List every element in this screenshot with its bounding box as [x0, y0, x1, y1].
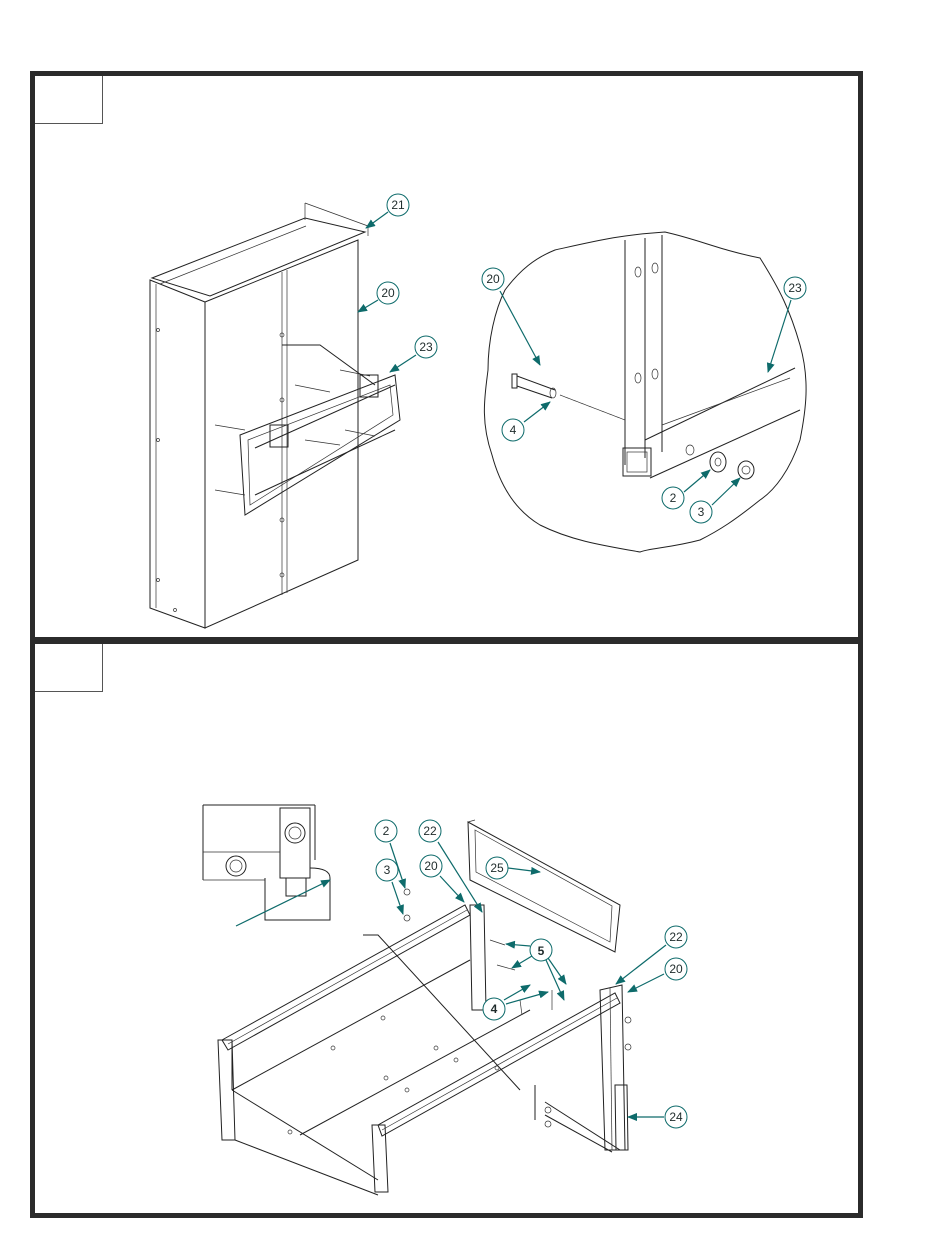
svg-text:23: 23: [788, 281, 802, 295]
callout-24: 24: [628, 1106, 687, 1128]
detail-view-1: [484, 232, 806, 552]
callout-3: 3: [376, 859, 403, 914]
svg-text:20: 20: [486, 272, 500, 286]
svg-text:4: 4: [491, 1002, 498, 1016]
svg-text:22: 22: [669, 930, 683, 944]
callout-25: 25: [486, 857, 540, 879]
callout-23-detail: 23: [768, 277, 806, 372]
callout-4: 4: [483, 985, 548, 1020]
callout-20: 20: [358, 282, 399, 312]
svg-text:24: 24: [669, 1110, 683, 1124]
detail-view-2: [203, 805, 330, 926]
callout-4: 4: [502, 402, 550, 441]
svg-text:20: 20: [669, 962, 683, 976]
callout-3: 3: [690, 478, 740, 523]
svg-text:2: 2: [670, 491, 677, 505]
callout-5: 5: [506, 939, 566, 1000]
callout-21: 21: [366, 194, 409, 228]
svg-text:4: 4: [510, 423, 517, 437]
svg-text:22: 22: [423, 824, 437, 838]
svg-text:20: 20: [424, 859, 438, 873]
svg-text:23: 23: [419, 340, 433, 354]
svg-text:2: 2: [383, 824, 390, 838]
svg-text:3: 3: [384, 863, 391, 877]
cabinet-drawing: [150, 203, 400, 628]
step-2-callouts: 2 22 3 20 25: [375, 820, 687, 1128]
svg-text:21: 21: [391, 198, 405, 212]
svg-text:3: 3: [698, 505, 705, 519]
callout-23: 23: [390, 336, 437, 372]
svg-text:20: 20: [381, 286, 395, 300]
svg-text:5: 5: [538, 944, 545, 958]
callout-20-right: 20: [628, 958, 687, 992]
svg-text:25: 25: [490, 861, 504, 875]
callout-20: 20: [420, 855, 464, 902]
